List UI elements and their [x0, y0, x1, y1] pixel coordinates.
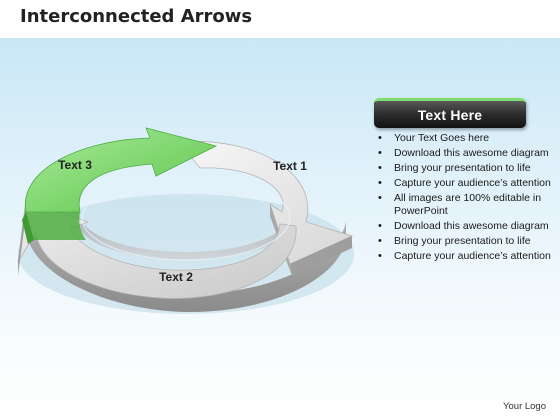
ring-inner-edge: [81, 175, 291, 261]
panel-header-label: Text Here: [417, 106, 483, 123]
title-bar: Interconnected Arrows: [0, 0, 560, 38]
circular-arrows-diagram: Text 1 Text 2 Text 3: [17, 127, 354, 314]
segment-label-text-1: Text 1: [273, 159, 307, 173]
list-item: Download this awesome diagram: [376, 220, 554, 234]
bullet-list: Your Text Goes here Download this awesom…: [376, 132, 554, 265]
panel-header: Text Here: [374, 98, 526, 128]
ring-inner-wall: [78, 210, 292, 260]
list-item: Capture your audience’s attention: [376, 250, 554, 264]
logo-placeholder: Your Logo: [503, 401, 546, 412]
list-item: Download this awesome diagram: [376, 147, 554, 161]
list-item: Capture your audience’s attention: [376, 177, 554, 191]
list-item: Bring your presentation to life: [376, 235, 554, 249]
slide-title: Interconnected Arrows: [20, 6, 253, 27]
segment-label-text-2: Text 2: [159, 270, 193, 284]
arrow-segment-text-3: [22, 127, 218, 244]
list-item: Your Text Goes here: [376, 132, 554, 146]
list-item: Bring your presentation to life: [376, 162, 554, 176]
segment-label-text-3: Text 3: [58, 158, 92, 172]
list-item: All images are 100% editable in PowerPoi…: [376, 192, 554, 219]
